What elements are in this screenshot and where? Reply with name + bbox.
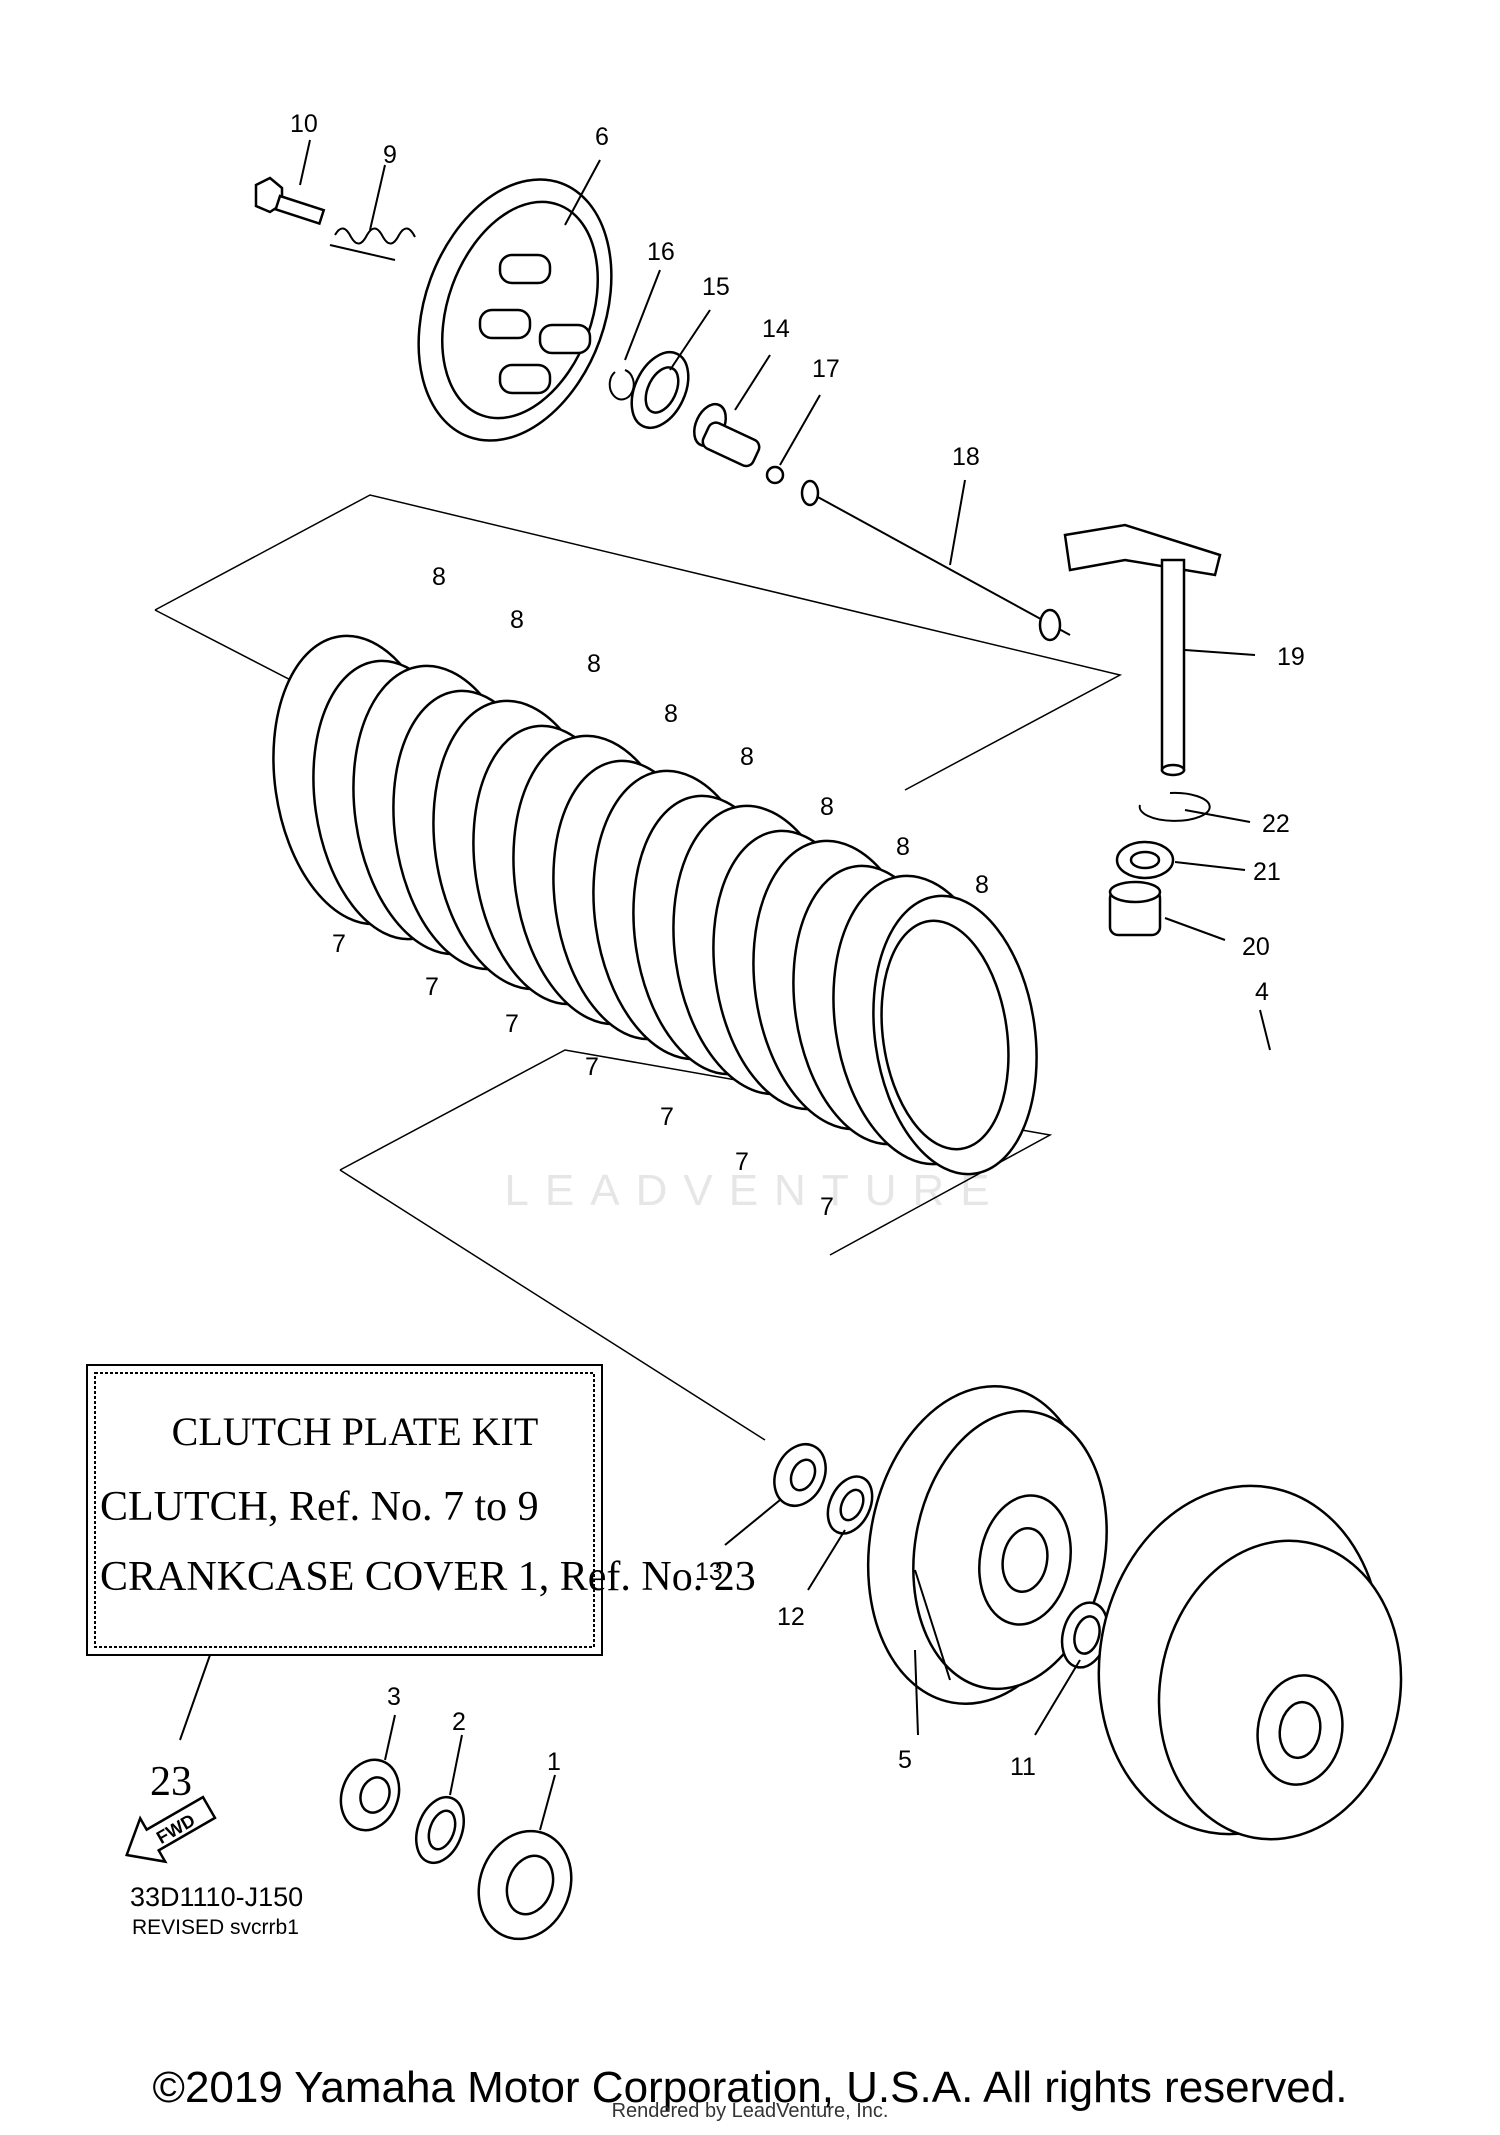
bearing-part-15 [630,350,690,430]
callout-7a: 7 [332,930,346,958]
callout-12: 12 [777,1603,805,1631]
bushing-part-20 [1108,880,1162,937]
pressure-plate-part-6 [417,178,613,442]
callout-23: 23 [150,1759,192,1805]
washer-part-2 [415,1795,465,1865]
copyright-notice: ©2019 Yamaha Motor Corporation, U.S.A. A… [152,2063,1348,2112]
circlip-part-22 [1138,791,1211,822]
leader-lines [299,139,1271,1831]
callout-7g: 7 [820,1193,834,1221]
push-rod-part-14 [693,402,761,468]
oil-seal-part-3 [339,1758,401,1832]
callout-8f: 8 [820,793,834,821]
callout-4: 4 [1255,978,1269,1006]
washer-part-12 [826,1475,874,1535]
callout-8b: 8 [510,606,524,634]
kit-title: CLUTCH PLATE KIT [172,1409,539,1454]
callout-7d: 7 [585,1053,599,1081]
circlip-part-16 [608,369,635,401]
callout-8a: 8 [432,563,446,591]
diagram-code: 33D1110-J150 [130,1882,304,1912]
callout-7f: 7 [735,1148,749,1176]
callout-15: 15 [702,273,730,301]
kit-line-clutch: CLUTCH, Ref. No. 7 to 9 [100,1484,539,1530]
callout-20: 20 [1242,933,1270,961]
bolt-part-10 [254,176,326,226]
callout-8c: 8 [587,650,601,678]
kit-leader [179,1654,211,1741]
callout-7b: 7 [425,973,439,1001]
upper-frame-line [154,494,1123,791]
ball-part-17 [765,465,785,485]
callout-21: 21 [1253,858,1281,886]
callout-1: 1 [547,1748,561,1776]
callout-5: 5 [898,1746,912,1774]
primary-drive-gear-part-1 [477,1829,573,1941]
callout-8h: 8 [975,871,989,899]
frame-left-lower [339,1169,766,1441]
callout-19: 19 [1277,643,1305,671]
clutch-boss-part-5 [866,1385,1108,1705]
callout-7c: 7 [505,1010,519,1038]
callout-17: 17 [812,355,840,383]
callout-7e: 7 [660,1103,674,1131]
clutch-housing-part-4 [1097,1484,1403,1841]
spring-part-9 [329,227,416,261]
bearing-part-21 [1115,840,1175,880]
clutch-plate-kit-box: CLUTCH PLATE KIT CLUTCH, Ref. No. 7 to 9… [86,1364,756,1656]
callout-9: 9 [383,141,397,169]
push-rod-part-18 [800,479,1071,642]
callout-8d: 8 [664,700,678,728]
callout-13: 13 [695,1558,723,1586]
rendered-by: Rendered by LeadVenture, Inc. [611,2100,889,2122]
watermark: LEADVENTURE [504,1166,1005,1215]
callout-6: 6 [595,123,609,151]
callout-2: 2 [452,1708,466,1736]
callout-8g: 8 [896,833,910,861]
callout-16: 16 [647,238,675,266]
collar-part-13 [773,1443,827,1507]
revised-label: REVISED svcrrb1 [132,1916,299,1939]
callout-8e: 8 [740,743,754,771]
callout-22: 22 [1262,810,1290,838]
callout-10: 10 [290,110,318,138]
plate-stack [272,634,1038,1176]
frame-left-edge [154,609,311,691]
callout-14: 14 [762,315,790,343]
kit-line-crankcase: CRANKCASE COVER 1, Ref. No. 23 [100,1554,756,1600]
callout-11: 11 [1010,1753,1036,1781]
push-lever-shaft-part-19 [1063,523,1222,777]
callout-3: 3 [387,1683,401,1711]
callout-18: 18 [952,443,980,471]
